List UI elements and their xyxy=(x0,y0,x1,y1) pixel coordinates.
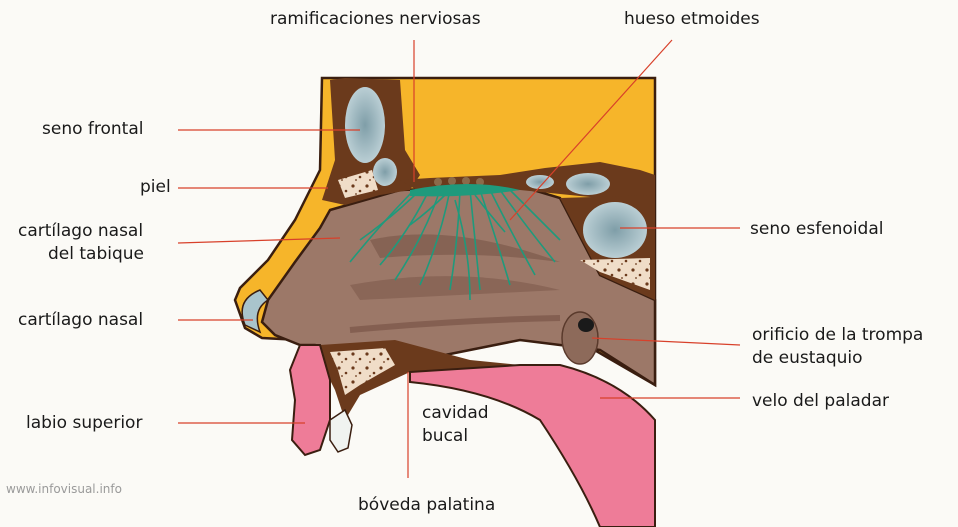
ethmoid-cell xyxy=(566,173,610,195)
label-labio-superior: labio superior xyxy=(26,412,142,434)
incisor-tooth xyxy=(330,410,352,452)
label-cartilago-tabique-2: del tabique xyxy=(48,243,144,265)
label-ramificaciones-nerviosas: ramificaciones nerviosas xyxy=(270,8,481,30)
label-boveda-palatina: bóveda palatina xyxy=(358,494,495,516)
sphenoid-sinus xyxy=(583,202,647,258)
label-velo-paladar: velo del paladar xyxy=(752,390,889,412)
cribriform-dot xyxy=(448,177,456,185)
cribriform-dot xyxy=(434,178,442,186)
label-orificio-2: de eustaquio xyxy=(752,347,863,369)
upper-lip-shape xyxy=(290,345,330,455)
label-seno-esfenoidal: seno esfenoidal xyxy=(750,218,884,240)
label-seno-frontal: seno frontal xyxy=(42,118,143,140)
frontal-sinus-2 xyxy=(373,158,397,186)
watermark: www.infovisual.info xyxy=(6,482,122,496)
label-orificio-1: orificio de la trompa xyxy=(752,324,923,346)
cribriform-dot xyxy=(462,177,470,185)
label-cavidad-1: cavidad xyxy=(422,402,489,424)
eustachian-hole xyxy=(578,318,594,332)
label-hueso-etmoides: hueso etmoides xyxy=(624,8,760,30)
label-cartilago-tabique-1: cartílago nasal xyxy=(18,220,143,242)
label-cartilago-nasal: cartílago nasal xyxy=(18,309,143,331)
frontal-sinus xyxy=(345,87,385,163)
label-piel: piel xyxy=(140,176,171,198)
label-cavidad-2: bucal xyxy=(422,425,468,447)
